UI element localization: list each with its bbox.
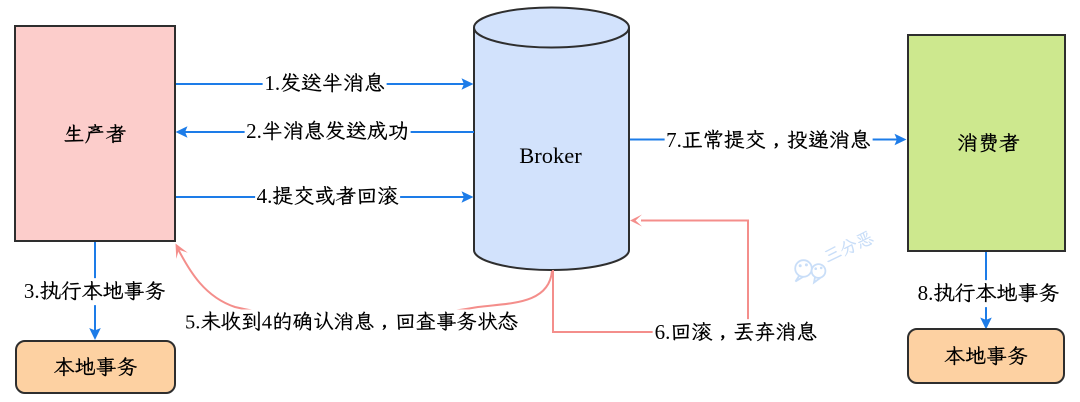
svg-text:三分恶: 三分恶 (820, 225, 877, 267)
